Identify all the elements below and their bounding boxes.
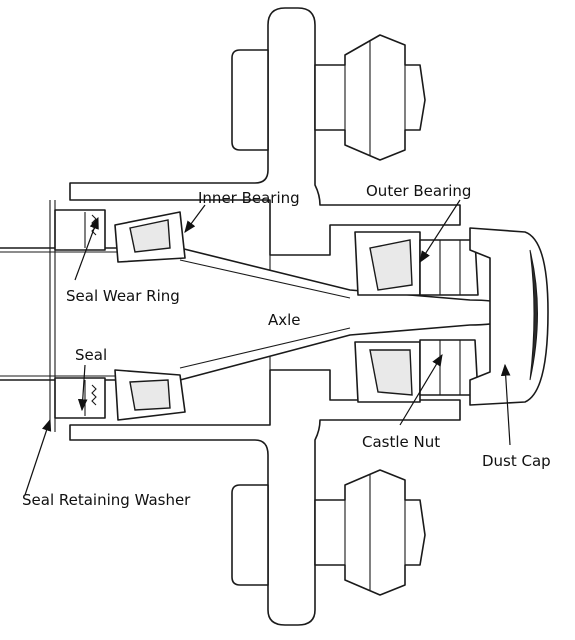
lug-nut-top: [231, 34, 426, 161]
castle-nut: [419, 239, 479, 396]
label-dust-cap: Dust Cap: [482, 452, 551, 470]
lug-nut-bottom: [231, 469, 426, 596]
seal-wear-ring-arrow: [74, 216, 99, 281]
inner-bearing: [114, 211, 186, 421]
label-outer-bearing: Outer Bearing: [366, 182, 471, 200]
dust-cap-arrow: [500, 363, 511, 446]
seal-arrow: [77, 364, 88, 412]
label-seal-wear-ring: Seal Wear Ring: [66, 287, 180, 305]
castle-nut-arrow: [399, 353, 443, 426]
seal-retaining-washer-arrow: [24, 418, 52, 496]
seal-assembly: [49, 200, 106, 430]
label-seal-retaining-washer: Seal Retaining Washer: [22, 491, 191, 509]
outer-bearing: [354, 231, 421, 403]
label-axle: Axle: [268, 311, 301, 329]
leader-lines: [24, 199, 511, 496]
label-inner-bearing: Inner Bearing: [198, 189, 300, 207]
outer-bearing-arrow: [419, 199, 461, 264]
dust-cap: [469, 227, 549, 406]
label-castle-nut: Castle Nut: [362, 433, 440, 451]
label-seal: Seal: [75, 346, 107, 364]
inner-bearing-arrow: [184, 204, 206, 233]
